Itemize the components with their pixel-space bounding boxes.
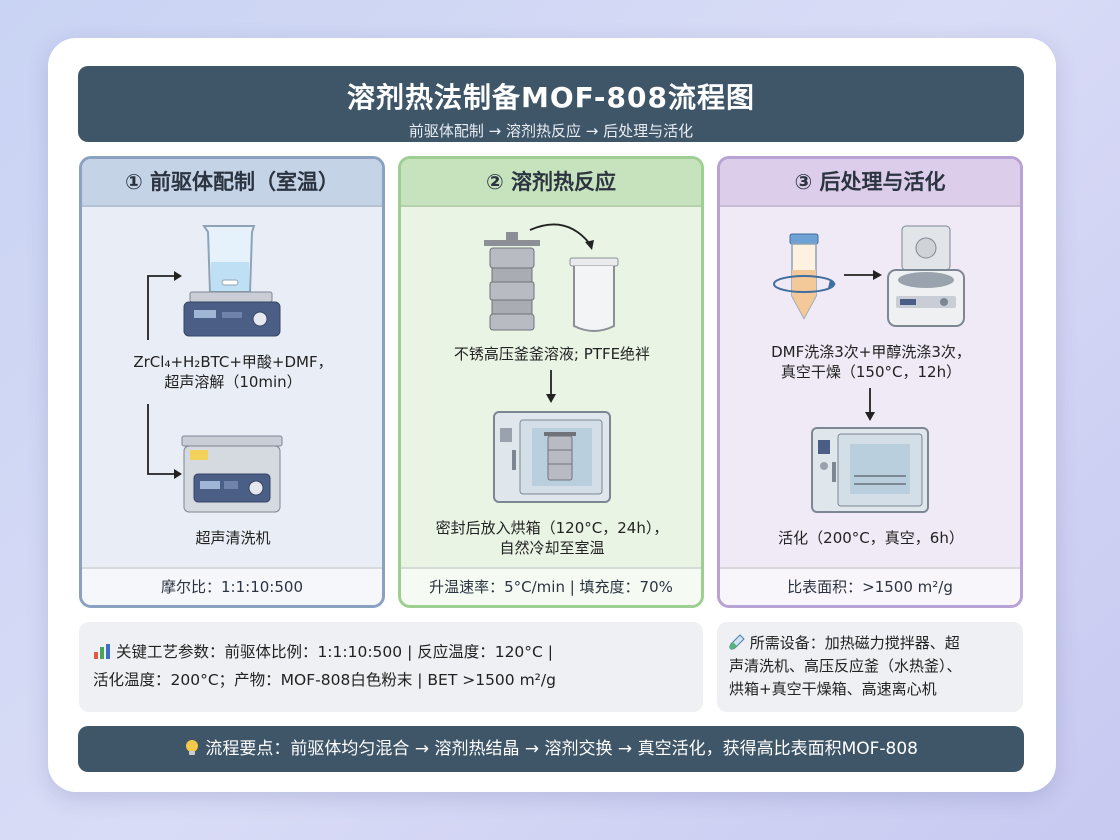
panel-precursor-title: ① 前驱体配制（室温） — [82, 159, 382, 207]
key-params-line1: 关键工艺参数：前驱体比例：1:1:10:500 | 反应温度：120°C | — [115, 643, 554, 661]
device-label-ultrasonic: 超声清洗机 — [195, 529, 271, 547]
equipment-line2: 声清洗机、高压反应釜（水热釜）、 — [729, 657, 962, 675]
panel-activation-step-text: DMF洗涤3次+甲醇洗涤3次， 真空干燥（150°C，12h） — [728, 342, 1014, 382]
title-bar: 溶剂热法制备MOF-808流程图 前驱体配制 → 溶剂热反应 → 后处理与活化 — [78, 66, 1024, 142]
bar-chart-icon — [94, 644, 110, 659]
step-text-line: 密封后放入烘箱（120°C，24h）， — [435, 519, 669, 537]
ultrasonic-cleaner-icon — [181, 435, 283, 513]
oven-icon — [493, 411, 611, 503]
test-tube-icon — [729, 634, 745, 650]
flow-connector — [147, 271, 182, 479]
panel-solvothermal-title: ② 溶剂热反应 — [401, 159, 701, 207]
equipment-line: 所需设备：加热磁力搅拌器、超 — [729, 632, 1011, 655]
step-text-line: 超声溶解（10min） — [164, 373, 302, 391]
panel-activation: ③ 后处理与活化 比表面积：>1500 m²/g — [717, 156, 1023, 608]
step-text-line: DMF洗涤3次+甲醇洗涤3次， — [771, 343, 971, 361]
step-text-line: 自然冷却至室温 — [499, 539, 605, 557]
centrifuge-icon — [887, 225, 965, 327]
key-params-line: 关键工艺参数：前驱体比例：1:1:10:500 | 反应温度：120°C | — [93, 638, 689, 666]
equipment-box: 所需设备：加热磁力搅拌器、超 声清洗机、高压反应釜（水热釜）、 烘箱+真空干燥箱… — [717, 622, 1023, 712]
summary-text: 流程要点：前驱体均匀混合 → 溶剂热结晶 → 溶剂交换 → 真空活化，获得高比表… — [205, 739, 918, 759]
stirrer-beaker-icon — [183, 225, 281, 337]
lightbulb-icon — [186, 740, 199, 755]
equipment-line1: 所需设备：加热磁力搅拌器、超 — [749, 634, 960, 652]
equipment-line3: 烘箱+真空干燥箱、高速离心机 — [729, 680, 937, 698]
flow-arrow-down — [865, 388, 875, 421]
summary-bar: 流程要点：前驱体均匀混合 → 溶剂热结晶 → 溶剂交换 → 真空活化，获得高比表… — [78, 726, 1024, 772]
panel-activation-footer: 比表面积：>1500 m²/g — [720, 567, 1020, 605]
vacuum-oven-icon — [811, 427, 929, 513]
key-params-box: 关键工艺参数：前驱体比例：1:1:10:500 | 反应温度：120°C | 活… — [79, 622, 703, 712]
centrifuge-tube-icon — [773, 233, 836, 320]
panel-solvothermal-step-text-1: 不锈高压釜釜溶液; PTFE绝袢 — [453, 345, 651, 363]
key-params-line2: 活化温度：200°C；产物：MOF-808白色粉末 | BET >1500 m²… — [93, 671, 556, 689]
page-subtitle: 前驱体配制 → 溶剂热反应 → 后处理与活化 — [408, 122, 694, 140]
step-text-line: ZrCl₄+H₂BTC+甲酸+DMF， — [133, 353, 333, 371]
panel-solvothermal-step-text-2: 密封后放入烘箱（120°C，24h）， 自然冷却至室温 — [409, 518, 695, 558]
flow-arrow-right — [844, 270, 882, 280]
autoclave-icon — [484, 223, 619, 332]
step-text-line: 真空干燥（150°C，12h） — [780, 363, 962, 381]
panel-solvothermal-footer: 升温速率：5°C/min | 填充度：70% — [401, 567, 701, 605]
panel-activation-title: ③ 后处理与活化 — [720, 159, 1020, 207]
panel-precursor-step-text: ZrCl₄+H₂BTC+甲酸+DMF， 超声溶解（10min） — [90, 352, 376, 392]
page-title: 溶剂热法制备MOF-808流程图 — [346, 81, 755, 114]
device-label-activation: 活化（200°C，真空，6h） — [778, 529, 964, 547]
flow-arrow-down — [546, 370, 556, 403]
panel-precursor-footer: 摩尔比：1:1:10:500 — [82, 567, 382, 605]
